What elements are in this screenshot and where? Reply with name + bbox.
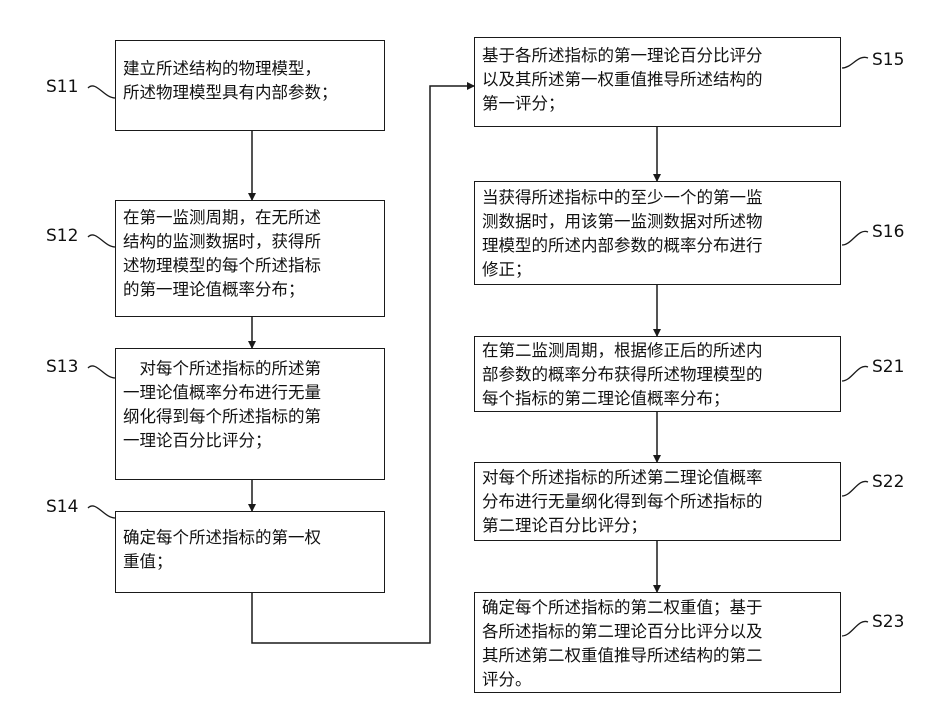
step-box-s11: 建立所述结构的物理模型， 所述物理模型具有内部参数； xyxy=(115,40,385,131)
step-box-s21: 在第二监测周期，根据修正后的所述内 部参数的概率分布获得所述物理模型的 每个指标… xyxy=(474,336,841,412)
leader-s16 xyxy=(842,231,868,245)
step-text-s14: 确定每个所述指标的第一权 重值； xyxy=(123,526,378,574)
leader-s11 xyxy=(88,86,115,98)
step-box-s16: 当获得所述指标中的至少一个的第一监 测数据时，用该第一监测数据对所述物 理模型的… xyxy=(474,181,841,285)
leader-s12 xyxy=(88,235,115,247)
step-label-s13: S13 xyxy=(46,357,78,377)
step-box-s12: 在第一监测周期，在无所述 结构的监测数据时，获得所 述物理模型的每个所述指标 的… xyxy=(115,200,385,317)
step-text-s22: 对每个所述指标的所述第二理论值概率 分布进行无量纲化得到每个所述指标的 第二理论… xyxy=(482,466,834,538)
leader-s13 xyxy=(88,366,115,378)
step-label-s11: S11 xyxy=(46,77,78,97)
step-box-s14: 确定每个所述指标的第一权 重值； xyxy=(115,511,385,593)
step-label-s22: S22 xyxy=(872,472,904,492)
step-text-s12: 在第一监测周期，在无所述 结构的监测数据时，获得所 述物理模型的每个所述指标 的… xyxy=(123,206,378,302)
leader-s21 xyxy=(842,366,868,381)
step-label-s15: S15 xyxy=(872,50,904,70)
step-label-s16: S16 xyxy=(872,222,904,242)
step-label-s21: S21 xyxy=(872,357,904,377)
step-text-s23: 确定每个所述指标的第二权重值；基于 各所述指标的第二理论百分比评分以及 其所述第… xyxy=(482,596,834,692)
step-label-s23: S23 xyxy=(872,612,904,632)
step-text-s11: 建立所述结构的物理模型， 所述物理模型具有内部参数； xyxy=(123,57,378,105)
step-label-s14: S14 xyxy=(46,497,78,517)
step-text-s16: 当获得所述指标中的至少一个的第一监 测数据时，用该第一监测数据对所述物 理模型的… xyxy=(482,186,834,282)
leader-s15 xyxy=(842,57,868,68)
step-box-s15: 基于各所述指标的第一理论百分比评分 以及其所述第一权重值推导所述结构的 第一评分… xyxy=(474,37,841,127)
leader-s23 xyxy=(842,621,868,636)
step-text-s21: 在第二监测周期，根据修正后的所述内 部参数的概率分布获得所述物理模型的 每个指标… xyxy=(482,339,834,411)
step-box-s22: 对每个所述指标的所述第二理论值概率 分布进行无量纲化得到每个所述指标的 第二理论… xyxy=(474,462,841,541)
leader-s22 xyxy=(842,481,868,496)
step-box-s13: 对每个所述指标的所述第 一理论值概率分布进行无量 纲化得到每个所述指标的第 一理… xyxy=(115,348,385,480)
step-text-s15: 基于各所述指标的第一理论百分比评分 以及其所述第一权重值推导所述结构的 第一评分… xyxy=(482,44,834,116)
step-box-s23: 确定每个所述指标的第二权重值；基于 各所述指标的第二理论百分比评分以及 其所述第… xyxy=(474,592,841,693)
step-text-s13: 对每个所述指标的所述第 一理论值概率分布进行无量 纲化得到每个所述指标的第 一理… xyxy=(123,357,378,453)
leader-s14 xyxy=(88,506,115,518)
step-label-s12: S12 xyxy=(46,226,78,246)
